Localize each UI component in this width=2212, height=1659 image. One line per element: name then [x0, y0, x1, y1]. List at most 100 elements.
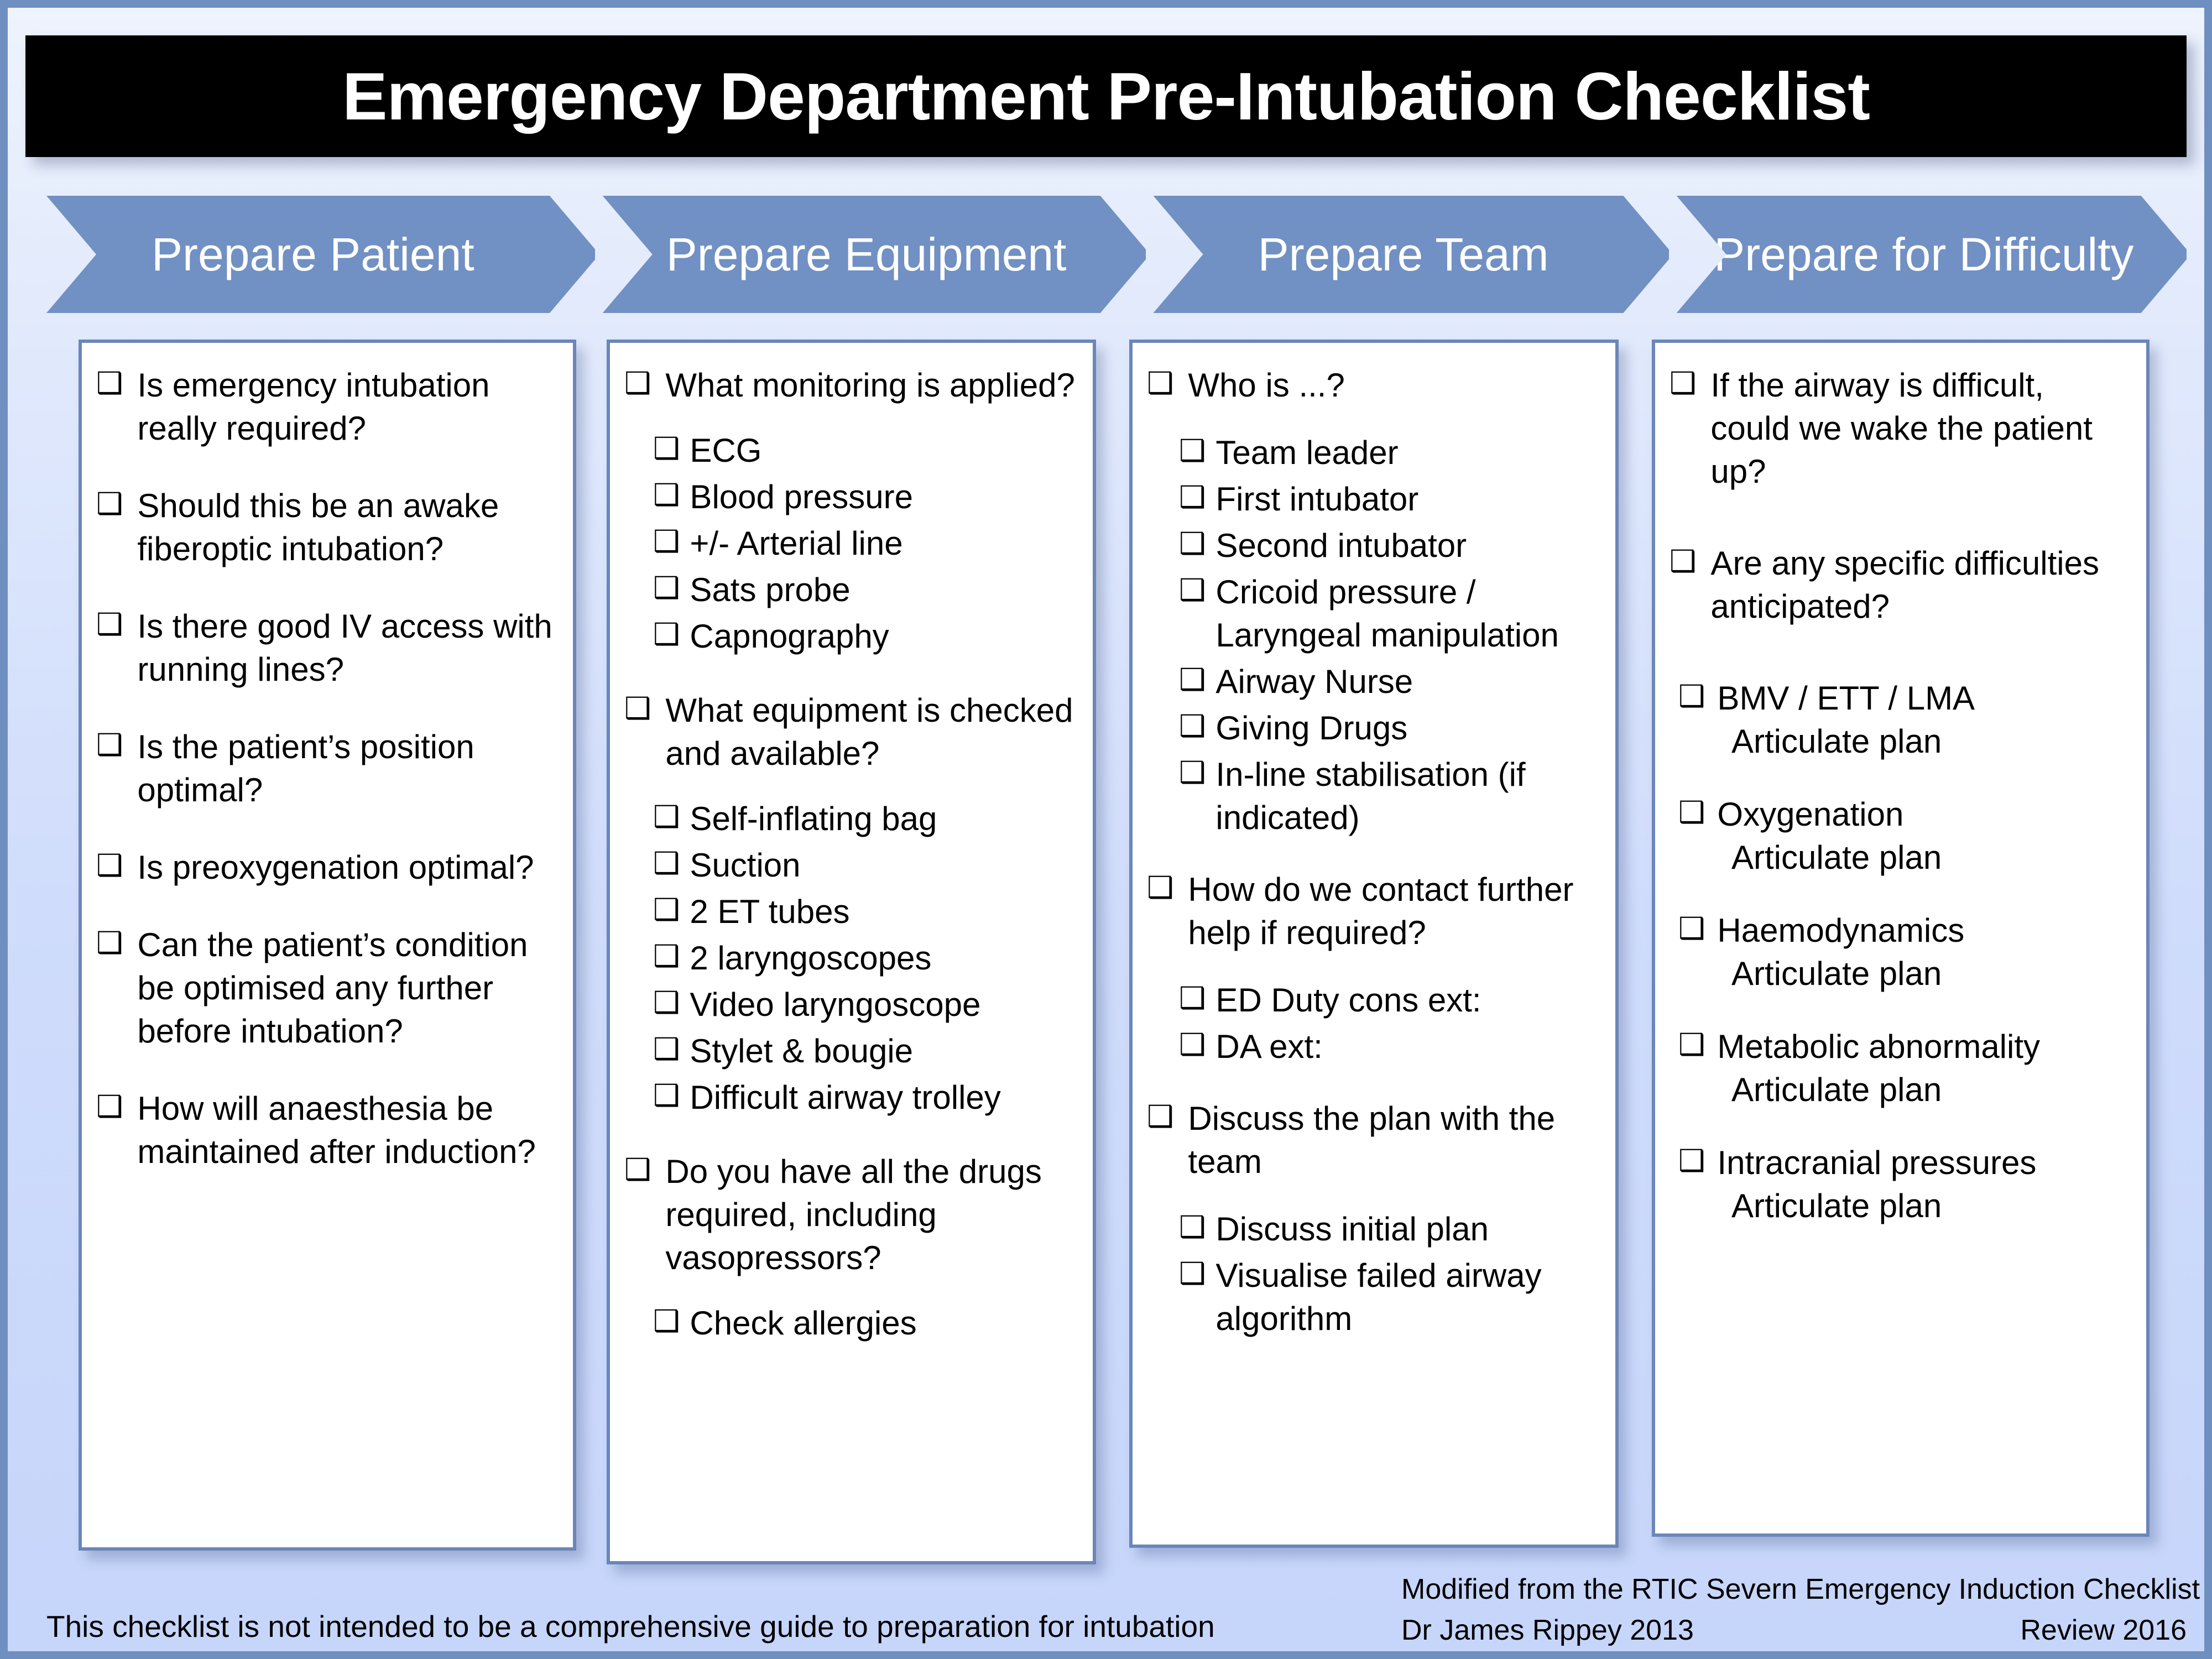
checklist-item-label: Are any specific difficulties anticipate…	[1710, 545, 2099, 625]
checklist-subitem[interactable]: ❑ 2 laryngoscopes	[653, 937, 1078, 980]
checkbox-icon[interactable]: ❑	[1147, 1100, 1174, 1133]
checkbox-icon[interactable]: ❑	[653, 478, 680, 512]
checkbox-icon[interactable]: ❑	[653, 893, 680, 926]
stage-chevron-prepare-team[interactable]: Prepare Team	[1153, 196, 1669, 313]
checkbox-icon[interactable]: ❑	[624, 367, 651, 400]
checkbox-icon[interactable]: ❑	[1678, 912, 1705, 945]
checklist-subitem[interactable]: ❑ Difficult airway trolley	[653, 1076, 1078, 1119]
checklist-subitem[interactable]: ❑ Oxygenation	[1678, 793, 2132, 836]
checkbox-icon[interactable]: ❑	[624, 1153, 651, 1186]
stage-chevron-prepare-equipment[interactable]: Prepare Equipment	[602, 196, 1146, 313]
checkbox-icon[interactable]: ❑	[1147, 367, 1174, 400]
checkbox-icon[interactable]: ❑	[1179, 709, 1206, 743]
checklist-subitem[interactable]: ❑ First intubator	[1179, 478, 1601, 521]
checklist-subitem[interactable]: ❑ Blood pressure	[653, 476, 1078, 519]
checklist-item[interactable]: ❑ Is there good IV access with running l…	[96, 605, 559, 691]
checklist-subitem[interactable]: ❑ Capnography	[653, 615, 1078, 658]
checklist-subitem[interactable]: ❑ BMV / ETT / LMA	[1678, 677, 2132, 720]
checklist-subitem[interactable]: ❑ Suction	[653, 844, 1078, 887]
checkbox-icon[interactable]: ❑	[1179, 663, 1206, 696]
checklist-item[interactable]: ❑ Is the patient’s position optimal?	[96, 726, 559, 812]
checkbox-icon[interactable]: ❑	[653, 525, 680, 558]
checklist-item[interactable]: ❑ If the airway is difficult, could we w…	[1670, 364, 2132, 493]
checklist-subitem[interactable]: ❑ ECG	[653, 429, 1078, 472]
checklist-subitem[interactable]: ❑ Metabolic abnormality	[1678, 1025, 2132, 1068]
checkbox-icon[interactable]: ❑	[96, 926, 123, 959]
checklist-subitem[interactable]: ❑ Discuss initial plan	[1179, 1208, 1601, 1251]
checklist-subitem[interactable]: ❑ Cricoid pressure / Laryngeal manipulat…	[1179, 571, 1601, 657]
checkbox-icon[interactable]: ❑	[1179, 756, 1206, 789]
checkbox-icon[interactable]: ❑	[1670, 545, 1697, 578]
checklist-item[interactable]: ❑ What equipment is checked and availabl…	[624, 689, 1078, 775]
checklist-item[interactable]: ❑ Is emergency intubation really require…	[96, 364, 559, 450]
checklist-subitem[interactable]: ❑ Sats probe	[653, 568, 1078, 612]
checklist-subitem-label: Suction	[690, 847, 801, 884]
checkbox-icon[interactable]: ❑	[653, 847, 680, 880]
checklist-subitem[interactable]: ❑ DA ext:	[1179, 1025, 1601, 1068]
checklist-item[interactable]: ❑ Do you have all the drugs required, in…	[624, 1150, 1078, 1280]
checkbox-icon[interactable]: ❑	[1179, 481, 1206, 514]
checkbox-icon[interactable]: ❑	[653, 432, 680, 465]
checkbox-icon[interactable]: ❑	[96, 367, 123, 400]
contacts-sublist: ❑ ED Duty cons ext: ❑ DA ext:	[1179, 979, 1601, 1068]
checklist-item[interactable]: ❑ How will anaesthesia be maintained aft…	[96, 1087, 559, 1173]
stage-chevron-prepare-patient[interactable]: Prepare Patient	[46, 196, 595, 313]
checkbox-icon[interactable]: ❑	[1147, 871, 1174, 904]
checkbox-icon[interactable]: ❑	[1179, 982, 1206, 1015]
checklist-item[interactable]: ❑ Is preoxygenation optimal?	[96, 846, 559, 889]
checkbox-icon[interactable]: ❑	[1179, 1257, 1206, 1290]
checkbox-icon[interactable]: ❑	[1670, 367, 1697, 400]
checkbox-icon[interactable]: ❑	[653, 618, 680, 651]
checklist-subitem[interactable]: ❑ Team leader	[1179, 431, 1601, 474]
checklist-subitem[interactable]: ❑ +/- Arterial line	[653, 522, 1078, 565]
checklist-subitem[interactable]: ❑ Visualise failed airway algorithm	[1179, 1254, 1601, 1340]
checkbox-icon[interactable]: ❑	[653, 571, 680, 604]
checklist-subitem[interactable]: ❑ Self-inflating bag	[653, 797, 1078, 841]
articulate-plan-note: Articulate plan	[1731, 723, 1942, 760]
checklist-subitem[interactable]: ❑ In-line stabilisation (if indicated)	[1179, 753, 1601, 839]
checklist-item[interactable]: ❑ Who is ...?	[1147, 364, 1601, 407]
checklist-subitem-label: Haemodynamics	[1717, 912, 1965, 949]
checkbox-icon[interactable]: ❑	[96, 1090, 123, 1123]
checkbox-icon[interactable]: ❑	[653, 940, 680, 973]
checklist-subitem[interactable]: ❑ ED Duty cons ext:	[1179, 979, 1601, 1022]
checkbox-icon[interactable]: ❑	[1179, 1028, 1206, 1061]
checklist-item[interactable]: ❑ How do we contact further help if requ…	[1147, 868, 1601, 954]
checkbox-icon[interactable]: ❑	[624, 692, 651, 725]
checkbox-icon[interactable]: ❑	[1179, 573, 1206, 607]
checkbox-icon[interactable]: ❑	[96, 487, 123, 520]
checklist-subitem[interactable]: ❑ Second intubator	[1179, 524, 1601, 567]
checklist-item[interactable]: ❑ Are any specific difficulties anticipa…	[1670, 542, 2132, 628]
checklist-subitem[interactable]: ❑ 2 ET tubes	[653, 890, 1078, 933]
stage-label: Prepare Equipment	[666, 228, 1067, 280]
checklist-subitem[interactable]: ❑ Stylet & bougie	[653, 1030, 1078, 1073]
checkbox-icon[interactable]: ❑	[96, 849, 123, 882]
stage-chevron-prepare-for-difficulty[interactable]: Prepare for Difficulty	[1676, 196, 2187, 313]
checkbox-icon[interactable]: ❑	[1678, 796, 1705, 829]
checkbox-icon[interactable]: ❑	[653, 986, 680, 1019]
checkbox-icon[interactable]: ❑	[1678, 1028, 1705, 1061]
checkbox-icon[interactable]: ❑	[1678, 1144, 1705, 1177]
checklist-item[interactable]: ❑ Discuss the plan with the team	[1147, 1097, 1601, 1183]
checklist-subitem[interactable]: ❑ Giving Drugs	[1179, 707, 1601, 750]
checklist-subitem[interactable]: ❑ Haemodynamics	[1678, 909, 2132, 952]
checkbox-icon[interactable]: ❑	[1179, 527, 1206, 560]
checklist-subitem[interactable]: ❑ Check allergies	[653, 1302, 1078, 1345]
checkbox-icon[interactable]: ❑	[96, 608, 123, 641]
checklist-subitem[interactable]: ❑ Airway Nurse	[1179, 660, 1601, 703]
checklist-item[interactable]: ❑ Can the patient’s condition be optimis…	[96, 924, 559, 1053]
checklist-item-label: Do you have all the drugs required, incl…	[665, 1153, 1042, 1276]
checkbox-icon[interactable]: ❑	[653, 1032, 680, 1066]
checkbox-icon[interactable]: ❑	[653, 1079, 680, 1112]
checkbox-icon[interactable]: ❑	[1179, 1211, 1206, 1244]
checklist-subitem[interactable]: ❑ Video laryngoscope	[653, 983, 1078, 1026]
checklist-item[interactable]: ❑ What monitoring is applied?	[624, 364, 1078, 407]
checklist-item[interactable]: ❑ Should this be an awake fiberoptic int…	[96, 484, 559, 571]
checkbox-icon[interactable]: ❑	[1179, 434, 1206, 467]
checkbox-icon[interactable]: ❑	[653, 800, 680, 833]
checklist-subitem[interactable]: ❑ Intracranial pressures	[1678, 1141, 2132, 1185]
checkbox-icon[interactable]: ❑	[653, 1305, 680, 1338]
difficulty-group-metabolic-abnormality: ❑ Metabolic abnormality Articulate plan	[1678, 1025, 2132, 1112]
checkbox-icon[interactable]: ❑	[1678, 680, 1705, 713]
checkbox-icon[interactable]: ❑	[96, 728, 123, 761]
